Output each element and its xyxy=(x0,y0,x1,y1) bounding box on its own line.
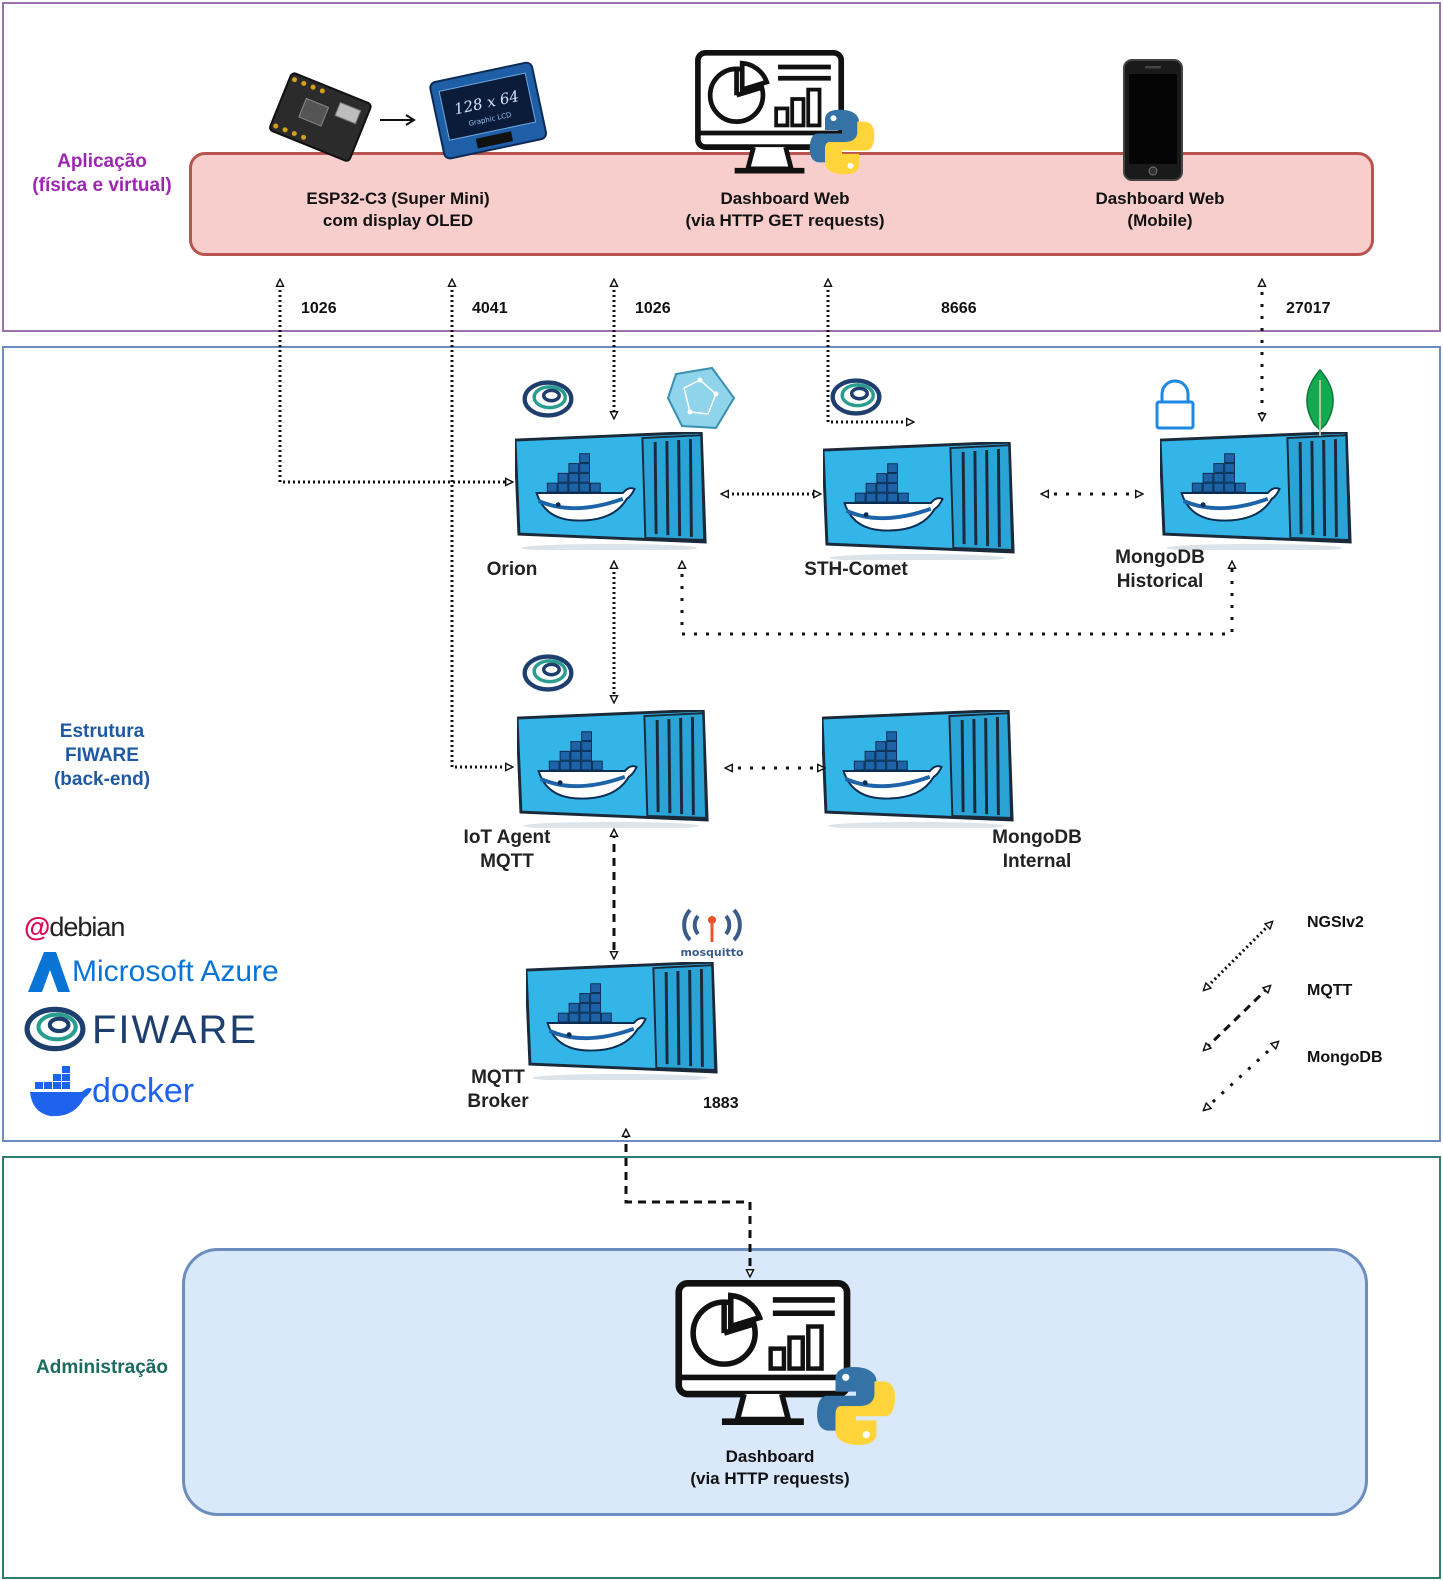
legend-ngsi-label: NGSIv2 xyxy=(1307,914,1364,931)
port-label: 1883 xyxy=(703,1095,739,1112)
orion-container-icon xyxy=(515,432,708,550)
conn-orion-mongodb-hist xyxy=(682,562,1232,636)
conn-broker-admin xyxy=(626,1130,750,1276)
admin-layer-label: Administração xyxy=(36,1357,168,1378)
application-layer-label: Aplicação (física e virtual) xyxy=(32,151,172,196)
port-label: 1026 xyxy=(301,300,337,317)
conn-esp32-iot-agent xyxy=(452,280,512,767)
fiware-swirl-icon xyxy=(525,383,572,416)
port-label: 8666 xyxy=(941,300,977,317)
mqtt-broker-label: MQTT Broker xyxy=(467,1067,529,1112)
orion-crystal-icon xyxy=(666,366,736,430)
admin-dashboard-label: Dashboard (via HTTP requests) xyxy=(690,1447,850,1488)
legend-mongodb-line xyxy=(1204,1042,1278,1110)
sth-comet-container-icon xyxy=(823,442,1016,560)
fiware-swirl-icon xyxy=(833,381,880,414)
mongodb-historical-container-icon xyxy=(1160,432,1353,550)
esp32-board-icon xyxy=(269,72,372,162)
fiware-layer-label: Estrutura FIWARE (back-end) xyxy=(53,721,151,790)
docker-logo-icon xyxy=(30,1066,92,1117)
iot-agent-container-icon xyxy=(517,710,710,828)
mosquitto-logo-text: mosquitto xyxy=(680,946,744,959)
fiware-logo-text: FIWARE xyxy=(92,1008,259,1052)
mongodb-historical-label: MongoDB Historical xyxy=(1115,547,1205,592)
debian-logo-text: debian xyxy=(49,912,125,942)
dashboard-mobile-label: Dashboard Web (Mobile) xyxy=(1095,189,1225,230)
azure-logo-icon xyxy=(28,952,70,992)
oled-display-icon: 128 x 64 Graphic LCD xyxy=(429,61,548,160)
mosquitto-logo-icon xyxy=(682,908,742,942)
mobile-phone-icon xyxy=(1123,59,1183,181)
lock-icon xyxy=(1155,379,1195,430)
conn-dashboard-sth xyxy=(828,280,913,422)
legend-ngsi-line xyxy=(1204,922,1272,990)
mongodb-internal-container-icon xyxy=(822,710,1015,828)
debian-logo: @debian xyxy=(24,912,125,943)
conn-esp32-orion xyxy=(280,280,512,482)
legend-mqtt-line xyxy=(1204,986,1270,1050)
port-label: 4041 xyxy=(472,300,508,317)
mongodb-leaf-icon xyxy=(1306,368,1334,436)
port-label: 27017 xyxy=(1286,300,1331,317)
fiware-logo-icon xyxy=(27,1009,83,1048)
legend-mqtt-label: MQTT xyxy=(1307,982,1353,999)
dashboard-web-label: Dashboard Web (via HTTP GET requests) xyxy=(685,189,885,230)
application-layer xyxy=(2,2,1441,332)
sth-comet-label: STH-Comet xyxy=(804,559,908,580)
debian-swirl-icon: @ xyxy=(24,912,50,942)
mqtt-broker-container-icon xyxy=(526,962,719,1080)
fiware-swirl-icon xyxy=(525,657,572,690)
orion-label: Orion xyxy=(486,559,538,580)
azure-logo-text: Microsoft Azure xyxy=(72,955,279,988)
legend-mongodb-label: MongoDB xyxy=(1307,1049,1383,1066)
port-label: 1026 xyxy=(635,300,671,317)
mongodb-internal-label: MongoDB Internal xyxy=(992,827,1082,872)
esp32-label: ESP32-C3 (Super Mini) com display OLED xyxy=(306,189,490,230)
docker-logo-text: docker xyxy=(92,1072,195,1110)
iot-agent-label: IoT Agent MQTT xyxy=(463,827,551,872)
